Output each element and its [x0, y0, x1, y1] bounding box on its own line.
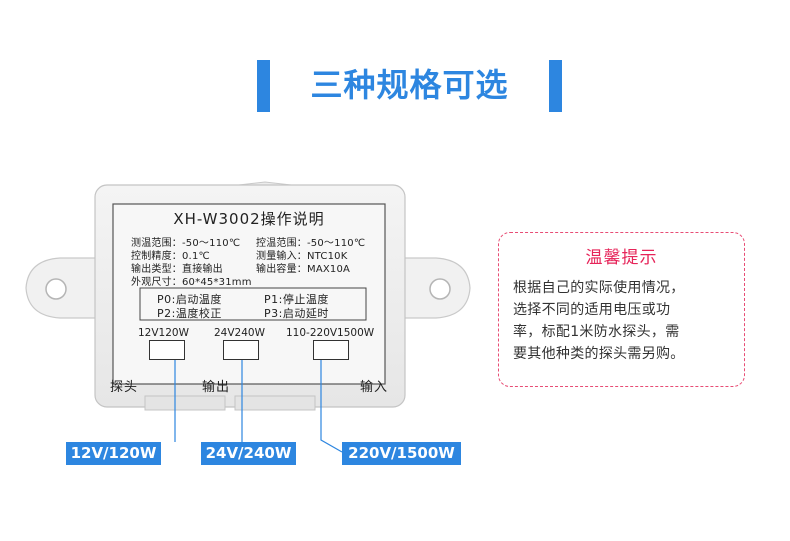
terminal-label-220v: 110-220V1500W: [286, 327, 375, 339]
terminal-12v: [149, 340, 185, 360]
param-p1: P1:停止温度: [264, 293, 329, 306]
tip-line-4: 要其他种类的探头需另购。: [513, 346, 685, 362]
param-p3: P3:启动延时: [264, 307, 329, 320]
left-screw-hole: [45, 278, 67, 300]
tip-line-1: 根据自己的实际使用情况，: [513, 280, 685, 296]
spec-measure-range: 测温范围：-50～110℃: [131, 238, 241, 249]
heading-title: 三种规格可选: [310, 66, 509, 104]
heading-accent-right: [549, 60, 562, 112]
heading-accent-left: [257, 60, 270, 112]
spec-precision: 控制精度：0.1℃: [131, 251, 210, 262]
spec-output-capacity: 输出容量：MAX10A: [256, 264, 351, 275]
callout-line-220v: [320, 350, 343, 453]
terminal-label-24v: 24V240W: [214, 327, 265, 339]
tip-title: 温馨提示: [585, 248, 658, 268]
label-probe: 探头: [110, 380, 139, 395]
right-screw-hole: [429, 278, 451, 300]
terminal-label-12v: 12V120W: [138, 327, 189, 339]
heading: 三种规格可选: [0, 0, 790, 130]
spec-dimensions: 外观尺寸：60*45*31mm: [131, 277, 252, 288]
label-output: 输出: [202, 380, 231, 395]
tip-line-2: 选择不同的适用电压或功: [513, 302, 671, 318]
panel-title: XH-W3002操作说明: [173, 210, 325, 228]
callout-24v-240w: 24V/240W: [201, 442, 296, 465]
params-box: [139, 287, 367, 321]
bottom-tab-left: [144, 395, 226, 411]
tip-line-3: 率，标配1米防水探头，需: [513, 324, 680, 340]
terminal-220v: [313, 340, 349, 360]
tip-text: 根据自己的实际使用情况， 选择不同的适用电压或功 率，标配1米防水探头，需 要其…: [513, 277, 738, 365]
tip-box: 温馨提示 根据自己的实际使用情况， 选择不同的适用电压或功 率，标配1米防水探头…: [498, 232, 745, 387]
callout-220v-1500w: 220V/1500W: [342, 442, 461, 465]
spec-control-range: 控温范围：-50～110℃: [256, 238, 366, 249]
param-p0: P0:启动温度: [157, 293, 222, 306]
label-input: 输入: [360, 380, 389, 395]
spec-measure-input: 测量输入：NTC10K: [256, 251, 348, 262]
terminal-24v: [223, 340, 259, 360]
bottom-tab-right: [234, 395, 316, 411]
spec-output-type: 输出类型：直接输出: [131, 264, 223, 275]
param-p2: P2:温度校正: [157, 307, 222, 320]
callout-12v-120w: 12V/120W: [66, 442, 161, 465]
